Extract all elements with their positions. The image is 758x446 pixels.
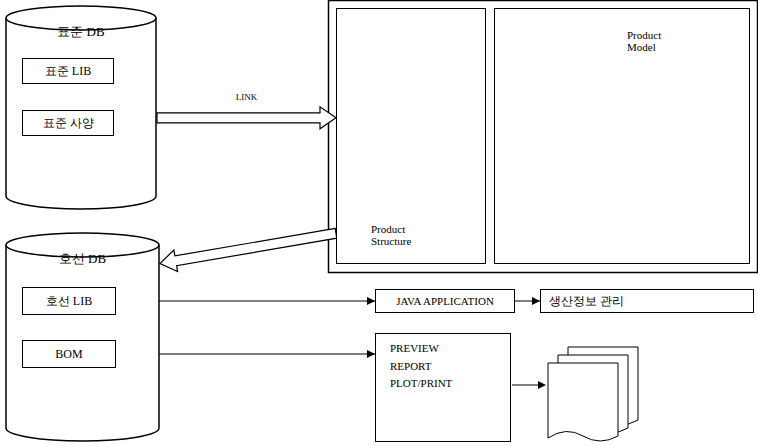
document-stack-icon [548,347,638,441]
library-box: 표준 사양 [22,110,114,136]
library-box: 호선 LIB [22,287,116,315]
node-text: 표준 LIB [45,63,91,80]
process-box: 생산정보 관리 [540,289,754,313]
arrow-connector [515,301,540,302]
structure-panel: Product Structure [336,8,486,264]
database-cylinder: 표준 DB 표준 LIB 표준 사양 [5,5,157,210]
node-text: 생산정보 관리 [549,293,624,310]
bom-box: BOM [22,340,116,368]
node-text: 호선 LIB [46,293,92,310]
process-box: JAVA APPLICATION [375,289,515,313]
node-text: PREVIEW REPORT PLOT/PRINT [390,340,452,393]
hollow-arrow [160,228,337,271]
outer-frame [329,1,758,273]
edge-label: LINK [234,92,260,102]
node-text: Product Model [627,29,661,53]
node-text: 호선 DB [59,250,106,268]
node-text: Product Structure [371,223,411,247]
output-arrow [512,381,546,389]
node-text: 표준 DB [57,23,104,41]
database-cylinder: 호선 DB 호선 LIB BOM [5,232,160,442]
library-box: 표준 LIB [22,58,114,84]
output-box: PREVIEW REPORT PLOT/PRINT [375,333,511,442]
node-text: 표준 사양 [43,115,94,132]
node-text: JAVA APPLICATION [396,295,494,307]
node-text: BOM [55,347,82,362]
hollow-arrow [157,107,336,129]
model-panel: Product Model [494,8,750,264]
